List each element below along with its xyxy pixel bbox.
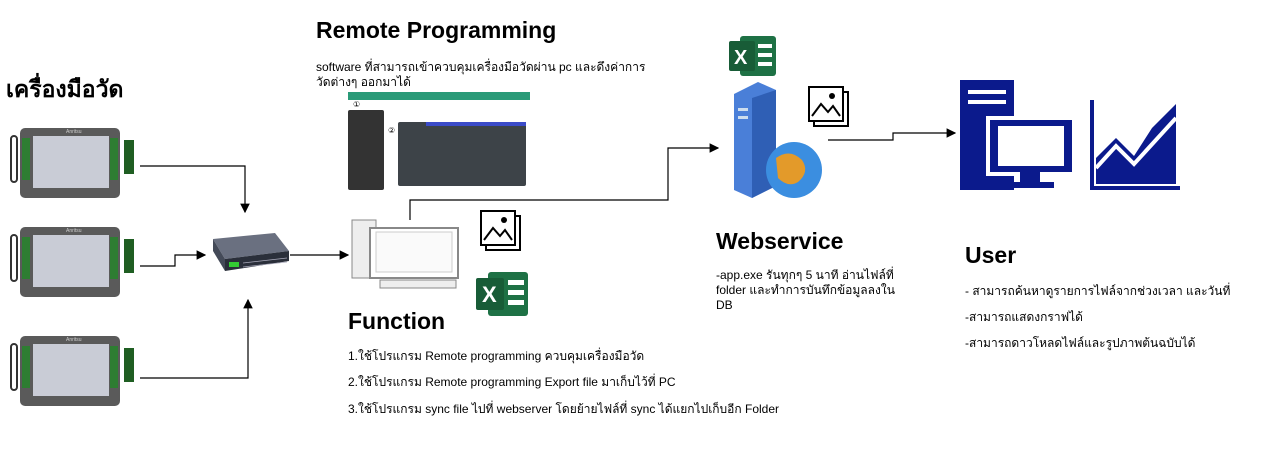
user-feature: -สามารถแสดงกราฟได้ xyxy=(965,310,1083,324)
webservice-description: -app.exe รันทุกๆ 5 นาที อ่านไฟล์ที่ fold… xyxy=(716,268,895,312)
app-toolbar xyxy=(348,92,530,100)
user-title: User xyxy=(965,242,1017,268)
app-settings-panel xyxy=(398,122,526,186)
connector-device2-switch xyxy=(140,250,207,267)
image-files-icon xyxy=(808,86,849,127)
connector-pc-server xyxy=(409,143,720,220)
instruments-title: เครื่องมือวัด xyxy=(6,76,124,102)
user-feature: -สามารถดาวโหลดไฟล์และรูปภาพต้นฉบับได้ xyxy=(965,336,1196,350)
remote-programming-title: Remote Programming xyxy=(316,17,557,43)
webservice-title: Webservice xyxy=(716,228,844,254)
function-step: 2.ใช้โปรแกรม Remote programming Export f… xyxy=(348,375,676,389)
step-marker: ② xyxy=(388,126,396,135)
remote-programming-description: software ที่สามารถเข้าควบคุมเครื่องมือวั… xyxy=(316,60,646,89)
excel-icon: X xyxy=(476,272,528,316)
svg-text:Anritsu: Anritsu xyxy=(66,228,82,234)
remote-app-screenshot: ① ② xyxy=(348,92,530,192)
connector-server-user xyxy=(828,128,957,141)
image-files-icon xyxy=(480,210,521,251)
desktop-computer-icon xyxy=(351,219,459,289)
svg-text:X: X xyxy=(734,47,748,69)
measuring-instrument: Anritsu xyxy=(8,332,136,406)
svg-text:Anritsu: Anritsu xyxy=(66,337,82,343)
user-computer-icon xyxy=(960,80,1076,190)
web-server-icon xyxy=(734,82,822,198)
measuring-instrument: Anritsu xyxy=(8,223,136,297)
connector-device3-switch xyxy=(140,298,253,379)
step-marker: ① xyxy=(353,100,361,109)
function-title: Function xyxy=(348,308,446,334)
user-feature: - สามารถค้นหาดูรายการไฟล์จากช่วงเวลา และ… xyxy=(965,284,1231,298)
excel-icon: X xyxy=(729,36,776,76)
svg-text:Anritsu: Anritsu xyxy=(66,129,82,135)
network-switch-icon xyxy=(213,233,289,271)
function-step: 3.ใช้โปรแกรม sync file ไปที่ webserver โ… xyxy=(348,402,779,416)
measuring-instrument: Anritsu xyxy=(8,124,136,198)
line-chart-icon xyxy=(1090,100,1180,190)
svg-text:X: X xyxy=(482,282,497,307)
connector-device1-switch xyxy=(140,165,250,214)
function-step: 1.ใช้โปรแกรม Remote programming ควบคุมเค… xyxy=(348,349,645,363)
app-menu-panel xyxy=(348,110,384,190)
